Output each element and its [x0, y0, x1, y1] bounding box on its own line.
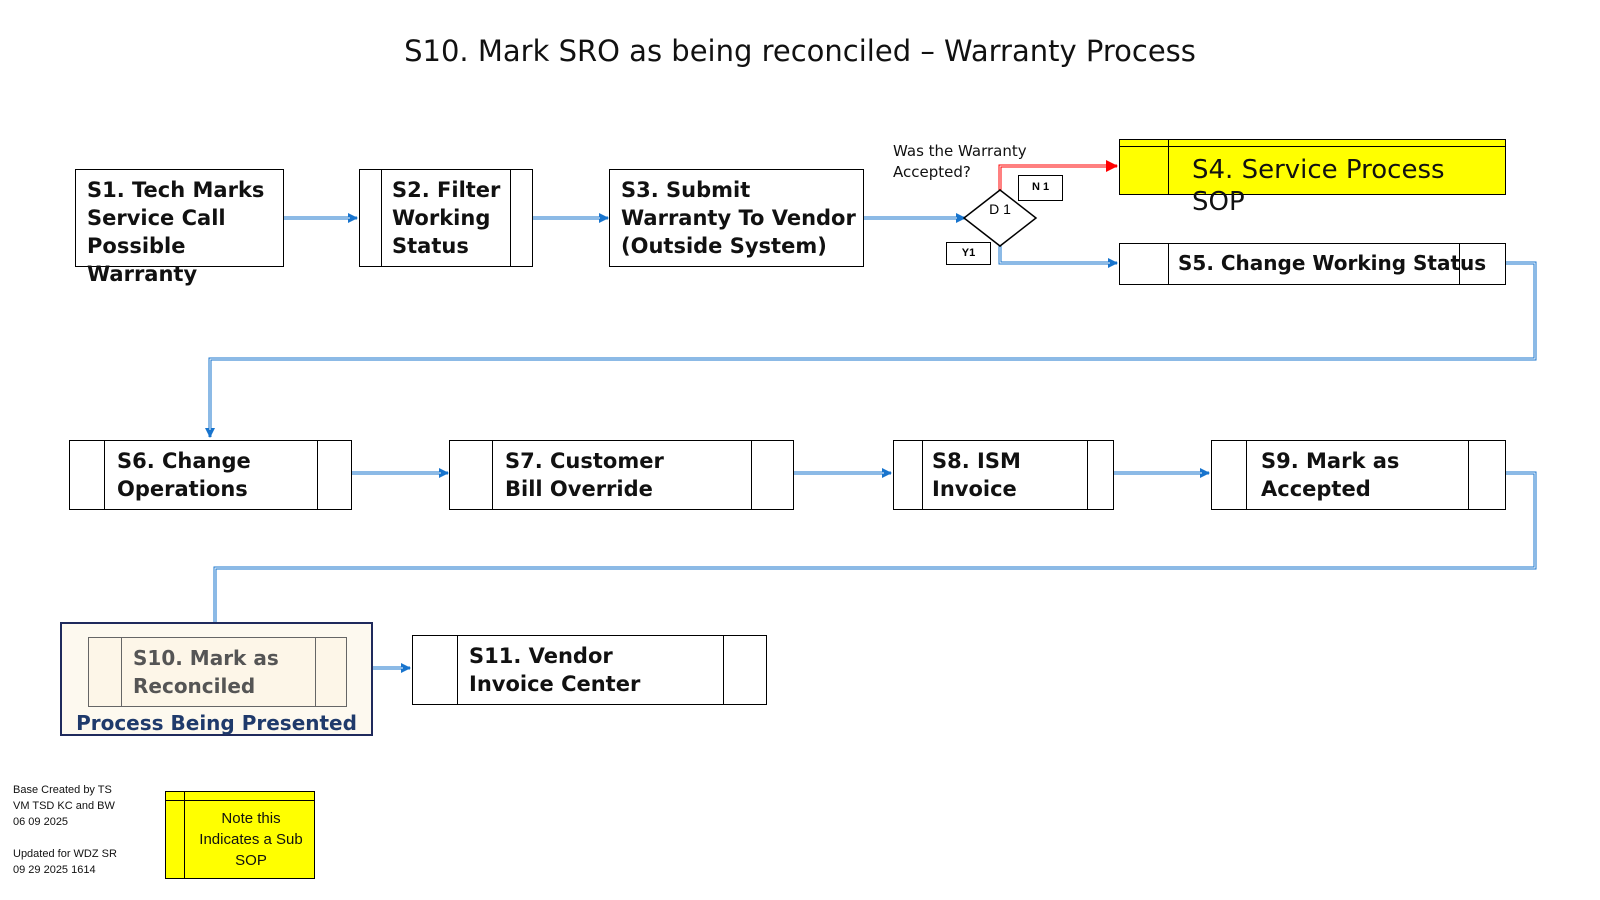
- step-s11[interactable]: S11. Vendor Invoice Center: [412, 635, 767, 705]
- presented-caption: Process Being Presented: [76, 711, 357, 735]
- step-s4-label: S4. Service Process SOP: [1192, 155, 1445, 217]
- step-s7-label: S7. Customer Bill Override: [505, 449, 664, 501]
- step-s11-label: S11. Vendor Invoice Center: [469, 644, 641, 696]
- connector-d1-s5: [998, 245, 1118, 268]
- step-s3-label: S3. Submit Warranty To Vendor (Outside S…: [621, 178, 856, 258]
- step-s5-label: S5. Change Working Status: [1178, 251, 1487, 275]
- yes-tag: Y1: [946, 242, 991, 265]
- step-s2[interactable]: S2. Filter Working Status: [359, 169, 533, 267]
- step-s5[interactable]: S5. Change Working Status: [1119, 243, 1506, 285]
- step-s10[interactable]: S10. Mark as Reconciled: [88, 637, 347, 707]
- legend-sub-sop-note: Note this Indicates a Sub SOP: [165, 791, 315, 879]
- step-s4-sub-sop[interactable]: S4. Service Process SOP: [1119, 139, 1506, 217]
- step-s1[interactable]: S1. Tech Marks Service Call Possible War…: [75, 169, 284, 286]
- step-s1-label: S1. Tech Marks Service Call Possible War…: [87, 178, 265, 286]
- step-s8[interactable]: S8. ISM Invoice: [893, 440, 1114, 510]
- step-s8-label: S8. ISM Invoice: [932, 449, 1021, 501]
- step-s10-label: S10. Mark as Reconciled: [133, 646, 279, 698]
- decision-question: Was the Warranty Accepted?: [893, 142, 1027, 181]
- step-s2-label: S2. Filter Working Status: [392, 178, 501, 258]
- credits-note: Base Created by TS VM TSD KC and BW 06 0…: [13, 784, 117, 876]
- presented-process-frame: S10. Mark as Reconciled Process Being Pr…: [60, 622, 373, 736]
- connector-s5-s6: [205, 261, 1537, 438]
- step-s9-label: S9. Mark as Accepted: [1261, 449, 1400, 501]
- step-s9[interactable]: S9. Mark as Accepted: [1211, 440, 1506, 510]
- step-s3[interactable]: S3. Submit Warranty To Vendor (Outside S…: [609, 169, 864, 267]
- decision-label: D 1: [989, 201, 1011, 217]
- step-s6-label: S6. Change Operations: [117, 449, 251, 501]
- step-s6[interactable]: S6. Change Operations: [69, 440, 352, 510]
- page-title: S10. Mark SRO as being reconciled – Warr…: [404, 34, 1196, 68]
- legend-note-text: Note this Indicates a Sub SOP: [199, 810, 303, 869]
- step-s7[interactable]: S7. Customer Bill Override: [449, 440, 794, 510]
- no-tag: N 1: [1018, 175, 1063, 201]
- decision-diamond: [962, 189, 1038, 247]
